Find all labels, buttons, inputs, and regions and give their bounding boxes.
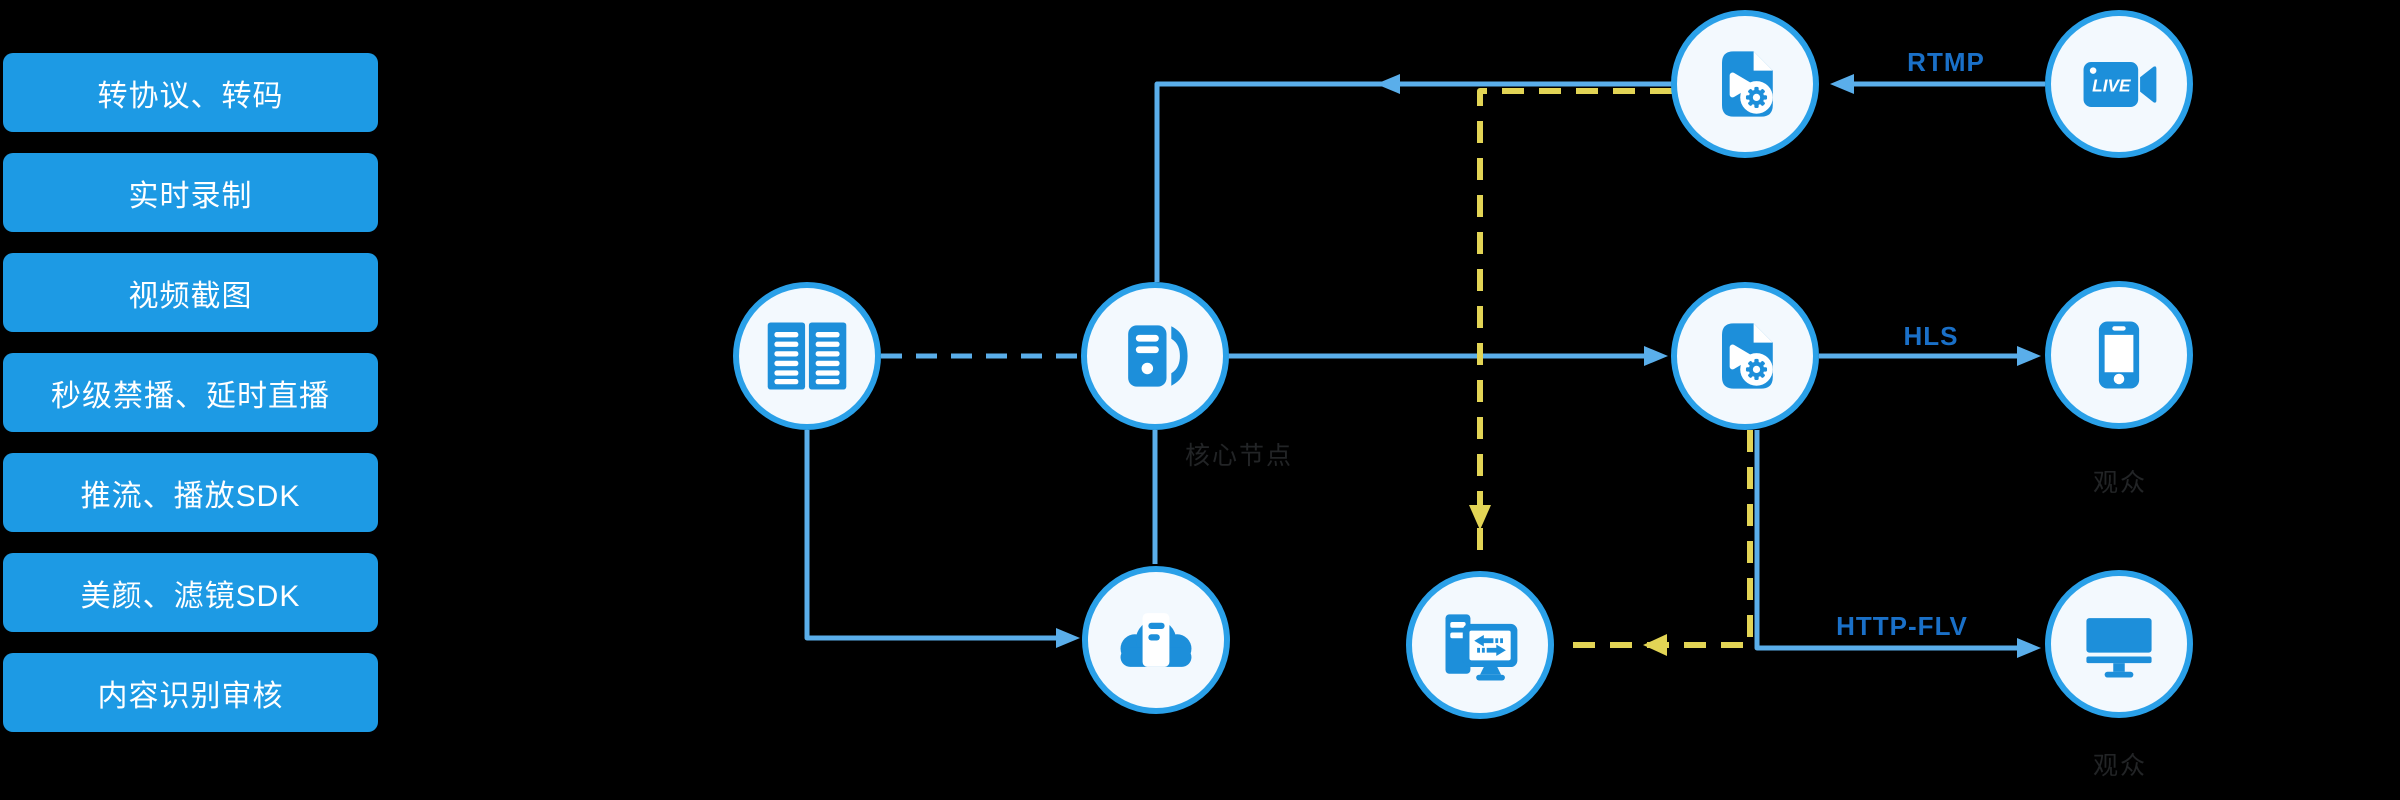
pc-monitor-transfer-icon: [1445, 614, 1518, 681]
arrowhead-left-speedtest: [1643, 634, 1667, 656]
edge-transcode-mid-to-speedtest: [1558, 430, 1753, 648]
feature-tag-list: 转协议、转码 实时录制 视频截图 秒级禁播、延时直播 推流、播放SDK 美颜、滤…: [3, 53, 378, 753]
feature-tag-live-record[interactable]: 实时录制: [3, 153, 378, 232]
tv-monitor-icon: [2086, 618, 2152, 678]
server-tower-icon: [1128, 325, 1188, 387]
label-core-node: 核心节点: [1185, 442, 1294, 470]
feature-tag-push-play-sdk[interactable]: 推流、播放SDK: [3, 453, 378, 532]
arrowhead-into-phone: [2017, 346, 2041, 366]
arrowhead-into-tv: [2017, 638, 2041, 658]
node-core-server: [1081, 282, 1229, 430]
video-file-gear-icon: [1722, 51, 1773, 117]
node-tv-viewer: [2045, 570, 2193, 718]
feature-tag-beauty-filter-sdk[interactable]: 美颜、滤镜SDK: [3, 553, 378, 632]
cloud-server-icon: [1120, 613, 1192, 667]
arrowhead-down-speedtest: [1469, 505, 1491, 530]
live-camera-icon: LIVE: [2083, 61, 2157, 107]
edge-transcode-top-to-speedtest: [1477, 88, 1672, 562]
feature-tag-content-moderation[interactable]: 内容识别审核: [3, 653, 378, 732]
label-hls: HLS: [1903, 321, 1959, 351]
edge-ledger-to-cloud: [804, 430, 1056, 641]
label-phone-viewer: 观众: [2092, 469, 2148, 497]
node-cloud-storage: [1082, 566, 1230, 714]
node-transcode-top: [1671, 10, 1819, 158]
node-transcode-mid: [1671, 282, 1819, 430]
live-badge-text: LIVE: [2092, 76, 2131, 96]
arrowhead-into-transcode-mid: [1644, 346, 1668, 366]
arrowhead-left-top: [1376, 74, 1400, 94]
edge-http-flv: [1754, 430, 2017, 651]
feature-tag-instant-ban-delay[interactable]: 秒级禁播、延时直播: [3, 353, 378, 432]
phone-icon: [2098, 321, 2140, 389]
node-phone-viewer: [2045, 281, 2193, 429]
arrowhead-into-cloud: [1056, 628, 1080, 648]
arrowhead-into-transcode-top: [1830, 74, 1854, 94]
ledger-icon: [767, 322, 847, 390]
node-stream-source-list: [733, 282, 881, 430]
edge-transcode-top-to-core: [1154, 81, 1672, 282]
node-speed-test: [1406, 571, 1554, 719]
node-live-source: LIVE: [2045, 10, 2193, 158]
feature-tag-video-snapshot[interactable]: 视频截图: [3, 253, 378, 332]
video-file-gear-icon: [1722, 323, 1773, 389]
label-http-flv: HTTP-FLV: [1836, 611, 1968, 641]
feature-tag-protocol-transcode[interactable]: 转协议、转码: [3, 53, 378, 132]
label-tv-viewer: 观众: [2092, 752, 2148, 780]
label-rtmp: RTMP: [1907, 47, 1985, 77]
